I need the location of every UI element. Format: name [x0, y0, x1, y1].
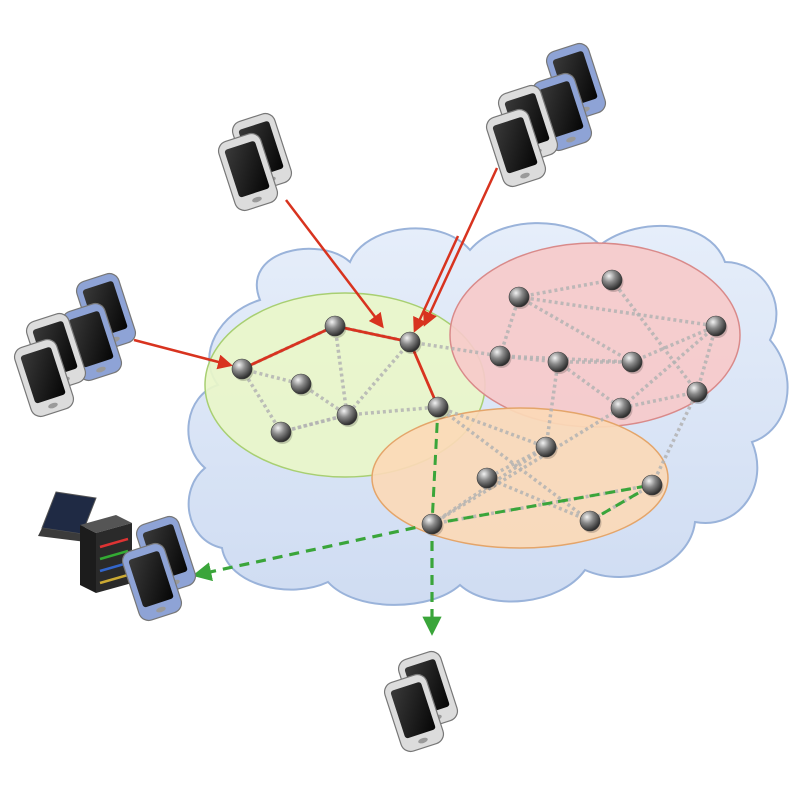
mesh-link [620, 390, 698, 410]
laptop-base [38, 528, 86, 542]
phone-group-top-center [217, 112, 293, 212]
phone-icon [485, 108, 547, 188]
server-side [80, 525, 96, 593]
phone-screen [390, 682, 436, 739]
node-o4 [579, 510, 601, 532]
mesh-link [518, 295, 633, 364]
phone-button [48, 402, 58, 409]
node-r1 [489, 345, 511, 367]
server-led-stripe [99, 537, 129, 549]
node-r8 [610, 397, 632, 419]
phone-icon [13, 338, 75, 418]
mesh-link [518, 278, 613, 299]
mesh-link [280, 413, 348, 434]
node-g2 [324, 315, 346, 337]
ingress-link [408, 341, 440, 408]
ingress-link [334, 324, 411, 344]
phone-screen [20, 347, 66, 404]
node-g3 [399, 331, 421, 353]
mesh-link [556, 360, 623, 410]
server-icon [80, 515, 132, 593]
phone-button [566, 136, 576, 143]
mesh-link [650, 391, 699, 486]
phone-icon [217, 132, 279, 212]
phone-button [156, 606, 166, 613]
node-g7 [427, 396, 449, 418]
egress-arrow-left [192, 522, 433, 582]
mesh-link [431, 406, 622, 526]
mesh-link [280, 413, 348, 434]
node-o3 [421, 513, 443, 535]
egress-link [589, 483, 653, 523]
mesh-link [544, 361, 560, 448]
phone-group-bottom [383, 650, 459, 753]
phone-button [418, 737, 428, 744]
node-r3 [601, 269, 623, 291]
server-laptop-phone-group [38, 491, 197, 622]
server-led-stripe [99, 573, 129, 585]
ingress-link [241, 324, 336, 371]
node-r5 [621, 351, 643, 373]
nodes [231, 269, 728, 536]
egress-path [430, 406, 653, 526]
phone-icon [121, 542, 183, 622]
mesh-link [619, 324, 718, 410]
phone-group-left [13, 272, 137, 418]
ingress-arrow-left [133, 338, 233, 370]
node-r4 [547, 351, 569, 373]
node-o1 [535, 436, 557, 458]
node-r7 [686, 381, 708, 403]
node-r6 [705, 315, 727, 337]
phone-screen [128, 551, 174, 608]
node-r2 [508, 286, 530, 308]
phone-button [520, 172, 530, 179]
egress-link [430, 406, 440, 525]
egress-link [431, 483, 653, 526]
node-g5 [336, 404, 358, 426]
mesh-link [437, 405, 547, 449]
phone-icon [383, 673, 445, 753]
ingress-arrow-top-right-long [423, 167, 499, 327]
server-led-stripe [99, 549, 129, 561]
phone-button [96, 366, 106, 373]
phone-screen [492, 117, 538, 174]
phone-screen [224, 141, 270, 198]
mesh-link [345, 340, 412, 417]
node-g6 [270, 421, 292, 443]
mesh-link [240, 368, 283, 433]
mesh-link [333, 325, 349, 416]
mesh-link [486, 476, 591, 523]
node-o2 [476, 467, 498, 489]
node-g4 [290, 373, 312, 395]
ingress-arrow-top-center [285, 199, 384, 329]
mesh-link [498, 296, 521, 357]
ingress-path [241, 324, 440, 408]
phone-group-top-right [485, 42, 607, 188]
phone-button [252, 196, 262, 203]
node-g1 [231, 358, 253, 380]
orange-cluster [371, 407, 669, 549]
ingress-arrow-top-right [413, 235, 460, 333]
node-o5 [641, 474, 663, 496]
mesh-link [486, 445, 547, 480]
server-top [80, 515, 132, 533]
